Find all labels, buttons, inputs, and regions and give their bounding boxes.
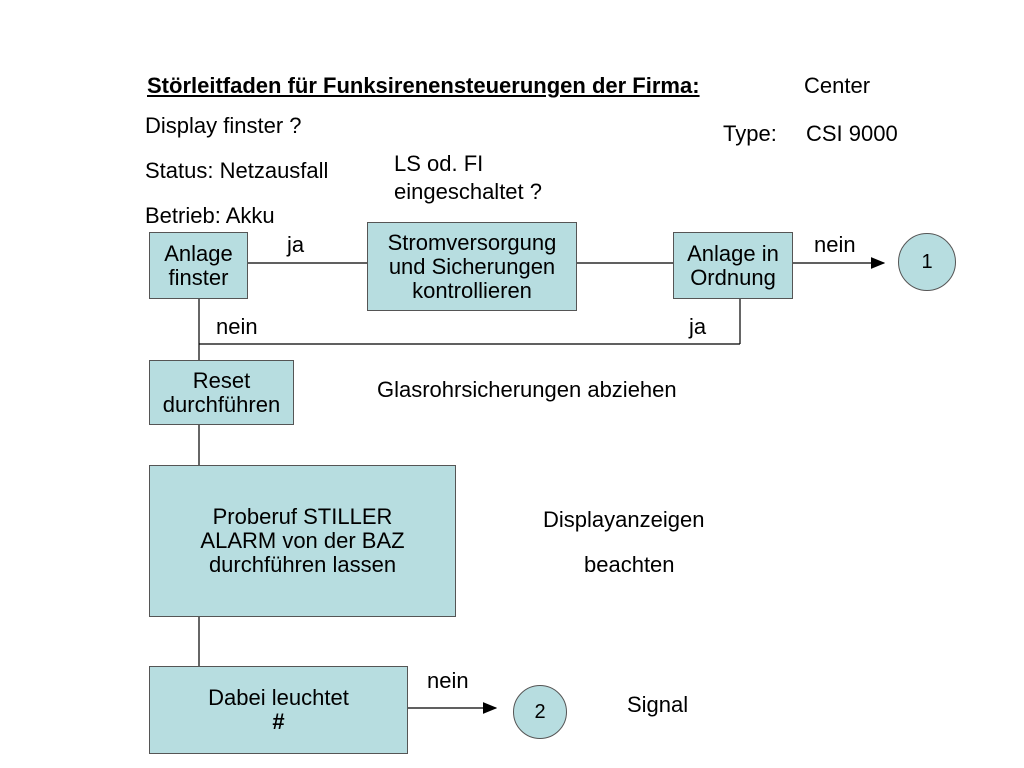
box-stromversorgung: Stromversorgung und Sicherungen kontroll… [367, 222, 577, 311]
box-reset: Reset durchführen [149, 360, 294, 425]
page-title: Störleitfaden für Funksirenensteuerungen… [147, 73, 700, 98]
display-note: Display finster ? [145, 113, 302, 138]
type-label: Type: [723, 121, 777, 146]
edge-label-nein: nein [216, 314, 258, 339]
box-dabei-leuchtet: Dabei leuchtet # [149, 666, 408, 754]
connector-2: 2 [513, 685, 567, 739]
edge-label-ja: ja [689, 314, 707, 339]
ls-question-line1: LS od. FI [394, 151, 484, 176]
status-note: Status: Netzausfall [145, 158, 329, 183]
signal-note: Signal [627, 692, 689, 717]
connector-1: 1 [898, 233, 956, 291]
type-value: CSI 9000 [806, 121, 898, 146]
betrieb-note: Betrieb: Akku [145, 203, 275, 228]
company-name: Center [804, 73, 871, 98]
glasrohr-note: Glasrohrsicherungen abziehen [377, 377, 677, 402]
beachten-note: beachten [584, 552, 675, 577]
box-anlage-finster: Anlage finster [149, 232, 248, 299]
box-anlage-ordnung: Anlage in Ordnung [673, 232, 793, 299]
displayanzeigen-note: Displayanzeigen [543, 507, 705, 532]
box-proberuf: Proberuf STILLER ALARM von der BAZ durch… [149, 465, 456, 617]
edge-label-nein: nein [814, 232, 856, 257]
edge-label-nein: nein [427, 668, 469, 693]
edge-label-ja: ja [287, 232, 305, 257]
ls-question-line2: eingeschaltet ? [394, 179, 542, 204]
